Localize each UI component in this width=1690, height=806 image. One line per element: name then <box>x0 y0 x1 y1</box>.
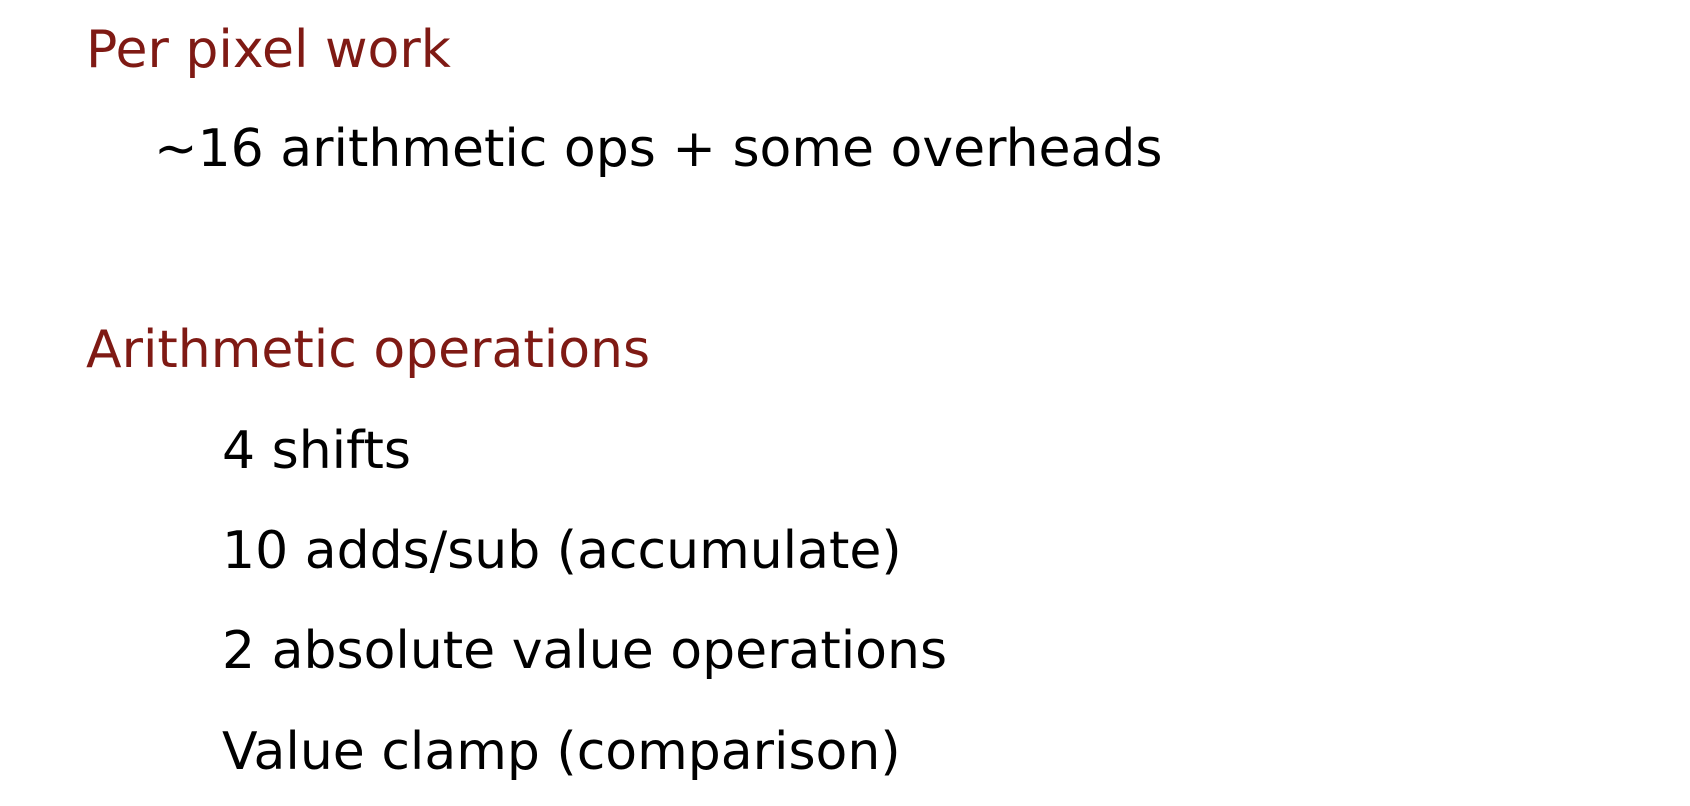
bullet-adds-sub: 10 adds/sub (accumulate) <box>222 521 902 581</box>
heading-per-pixel-work: Per pixel work <box>86 20 451 80</box>
heading-arithmetic-operations: Arithmetic operations <box>86 320 651 380</box>
bullet-absolute-value: 2 absolute value operations <box>222 621 948 681</box>
bullet-value-clamp: Value clamp (comparison) <box>222 722 901 782</box>
bullet-shifts: 4 shifts <box>222 421 411 481</box>
bullet-arithmetic-ops-summary: ~16 arithmetic ops + some overheads <box>154 119 1163 179</box>
